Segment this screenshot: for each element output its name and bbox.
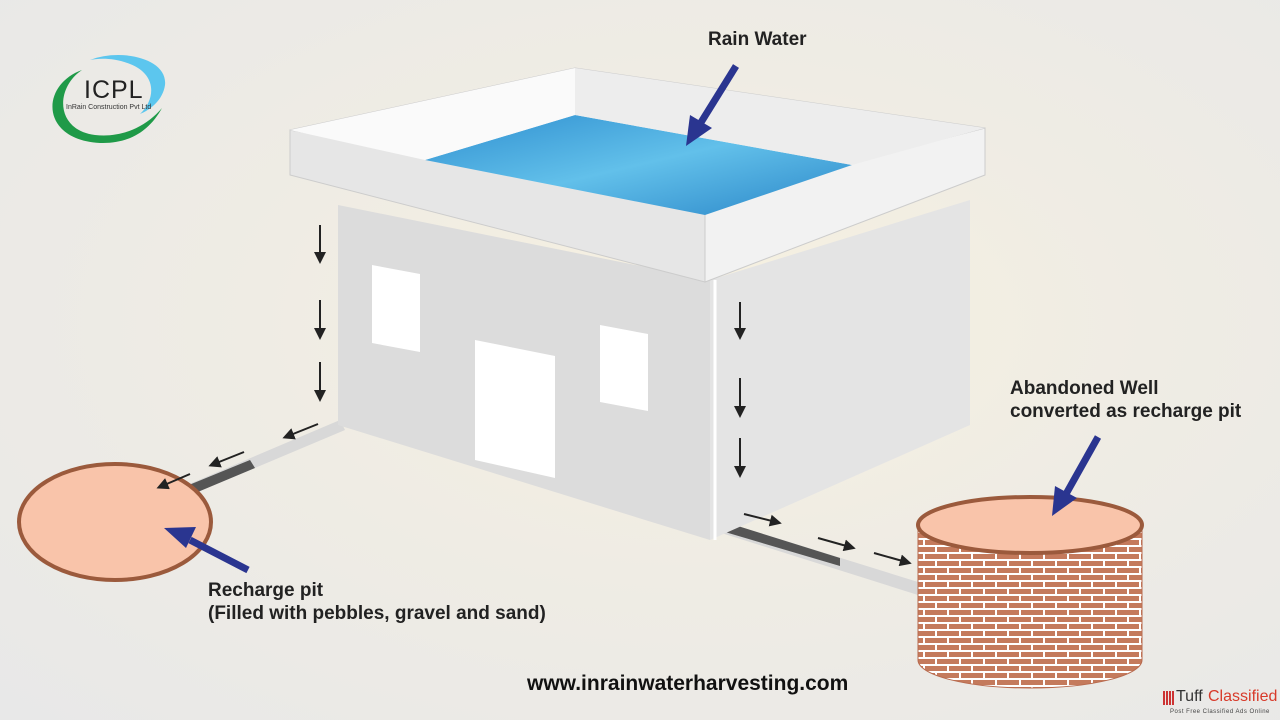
logo-name: ICPL	[84, 76, 144, 104]
bars-icon	[1163, 691, 1175, 705]
roof-water	[425, 115, 852, 215]
door	[475, 340, 555, 478]
pipe-right	[712, 518, 918, 595]
watermark-tagline: Post Free Classified Ads Online	[1170, 709, 1270, 715]
label-abandoned-well-2: converted as recharge pit	[1010, 401, 1242, 422]
label-recharge-pit-1: Recharge pit	[208, 580, 324, 601]
label-rain-water: Rain Water	[708, 29, 807, 50]
logo-subtitle: InRain Construction Pvt Ltd	[66, 104, 152, 111]
tuffclassified-watermark: Tuff Classified Post Free Classified Ads…	[1160, 688, 1280, 720]
pointer-arrows	[164, 64, 1102, 574]
brand-tuff: Tuff	[1176, 688, 1203, 705]
flow-arrows	[156, 225, 912, 567]
label-abandoned-well-1: Abandoned Well	[1010, 378, 1159, 399]
label-recharge-pit-2: (Filled with pebbles, gravel and sand)	[208, 603, 546, 624]
window-right	[600, 325, 648, 411]
website-url: www.inrainwaterharvesting.com	[527, 672, 849, 695]
recharge-pit	[17, 462, 213, 582]
window-left	[372, 265, 420, 352]
abandoned-well	[916, 495, 1144, 689]
brand-classified: Classified	[1208, 688, 1278, 705]
icpl-logo	[52, 54, 166, 144]
house-right-wall	[710, 200, 970, 540]
